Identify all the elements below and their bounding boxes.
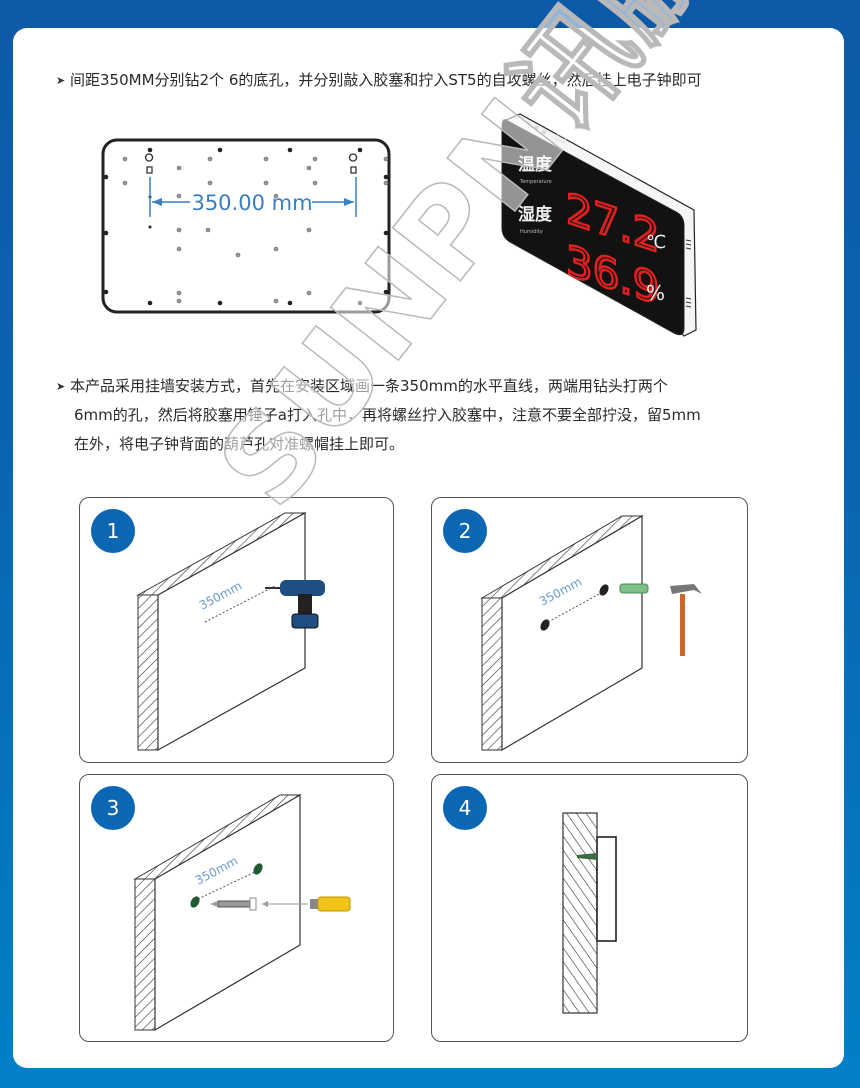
wall-screw-illustration: 350mm [133,793,351,1032]
step-number-badge: 1 [91,509,135,553]
back-panel-diagram: 350.00 mm [101,138,391,314]
step-panel-4: 4 [431,774,748,1042]
humidity-label-en: Humidity [520,229,543,235]
hammer-icon [670,584,702,656]
wall-drilling-illustration: 350mm [136,511,325,752]
screw-anchor-icon [577,853,597,860]
humidity-label: 湿度 [518,204,553,225]
dimension-label: 350.00 mm [191,191,312,215]
instruction-line-2a: 本产品采用挂墙安装方式，首先在安装区域画一条350mm的水平直线，两端用钻头打两… [70,377,668,395]
instruction-line-2c: 在外，将电子钟背面的葫芦孔对准螺帽挂上即可。 [74,435,405,453]
wall-section [562,812,598,1014]
instruction-text-1: 间距350MM分别钻2个 6的底孔，并分别敲入胶塞和拧入ST5的自攻螺丝，然后挂… [70,71,702,89]
temperature-humidity-display-device: 温度 Temperature 湿度 Humidity 27.2 36.9 ℃ % [501,113,697,337]
temperature-label: 温度 [518,154,553,175]
step-number-badge: 2 [443,509,487,553]
percent-unit: % [646,281,665,305]
drill-icon [265,580,325,629]
device-side [596,836,617,942]
step-number-badge: 4 [443,786,487,830]
wall-anchor-icon [619,583,649,594]
screwdriver-shaft [310,899,318,909]
screwdriver-icon [317,896,351,912]
mounted-side-view-illustration [562,812,617,1014]
instruction-line-2b: 6mm的孔，然后将胶塞用锤子a打入孔中，再将螺丝拧入胶塞中，注意不要全部拧没，留… [74,406,701,424]
step-panel-3: 3 350mm [79,774,394,1042]
instruction-line-1: ➤ 间距350MM分别钻2个 6的底孔，并分别敲入胶塞和拧入ST5的自攻螺丝，然后… [56,66,702,95]
screw-icon [210,897,257,911]
temperature-label-en: Temperature [519,179,552,185]
step-panel-2: 2 350mm [431,497,748,763]
wall-anchor-illustration: 350mm [480,514,702,752]
instruction-paragraph-2: ➤ 本产品采用挂墙安装方式，首先在安装区域画一条350mm的水平直线，两端用钻头打… [56,372,816,459]
step-panel-1: 1 350mm [79,497,394,763]
celsius-unit: ℃ [646,232,666,253]
keyhole-icon [144,153,358,174]
step-number-badge: 3 [91,786,135,830]
bullet-arrow-icon: ➤ [56,380,66,393]
bullet-arrow-icon: ➤ [56,74,66,87]
